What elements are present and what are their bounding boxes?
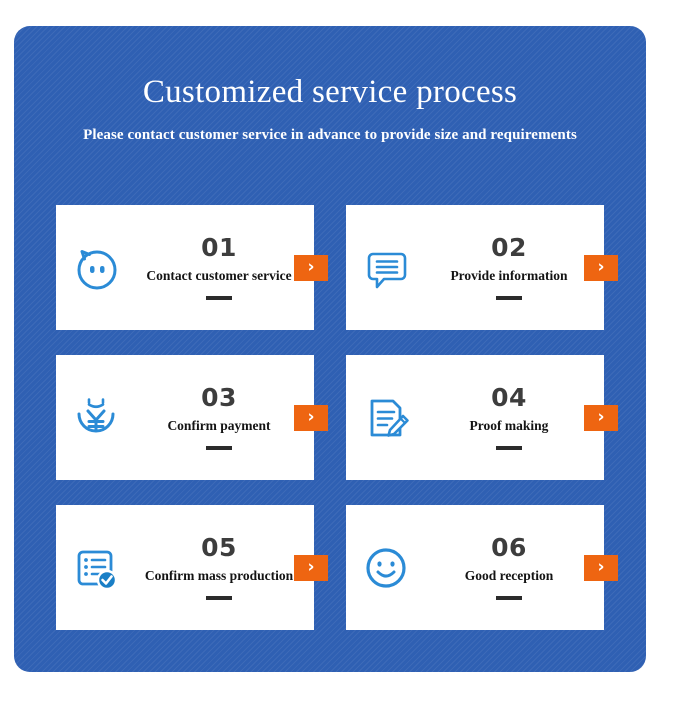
step-number: 05 [201, 532, 237, 562]
step-card-body: 01 Contact customer service [124, 235, 314, 301]
step-card-03[interactable]: 03 Confirm payment › [56, 355, 328, 480]
steps-row: 03 Confirm payment › [56, 355, 618, 480]
smiley-face-icon [358, 540, 414, 596]
step-arrow-button[interactable]: › [584, 404, 618, 431]
step-label: Confirm mass production [144, 567, 294, 583]
step-dash [206, 296, 232, 301]
page-title: Customized service process [142, 74, 518, 110]
step-card-04[interactable]: 04 Proof making › [346, 355, 618, 480]
step-card-01[interactable]: 01 Contact customer service › [56, 205, 328, 330]
step-number: 02 [491, 232, 527, 262]
step-number: 06 [491, 532, 527, 562]
step-card-02[interactable]: 02 Provide information › [346, 205, 618, 330]
service-process-panel: Customized service process Please contac… [14, 26, 646, 672]
step-dash [496, 446, 522, 451]
step-arrow-button[interactable]: › [294, 254, 328, 281]
step-dash [206, 446, 232, 451]
page-subtitle: Please contact customer service in advan… [83, 127, 577, 144]
step-dash [496, 296, 522, 301]
step-arrow-button[interactable]: › [294, 404, 328, 431]
step-card-body: 05 Confirm mass production [124, 535, 314, 601]
step-label: Good reception [464, 567, 554, 583]
step-card-05[interactable]: 05 Confirm mass production › [56, 505, 328, 630]
customer-service-face-icon [68, 240, 124, 296]
step-label: Contact customer service [146, 267, 292, 283]
step-card-06[interactable]: 06 Good reception › [346, 505, 618, 630]
speech-bubble-lines-icon [358, 240, 414, 296]
step-dash [496, 596, 522, 601]
steps-grid: 01 Contact customer service › [56, 205, 618, 630]
step-number: 01 [201, 232, 237, 262]
step-arrow-button[interactable]: › [294, 554, 328, 581]
document-pencil-icon [358, 390, 414, 446]
yuan-currency-circle-icon [68, 390, 124, 446]
step-arrow-button[interactable]: › [584, 554, 618, 581]
checklist-check-icon [68, 540, 124, 596]
panel-header: Customized service process Please contac… [14, 26, 646, 144]
steps-row: 05 Confirm mass production › [56, 505, 618, 630]
step-card-body: 02 Provide information [414, 235, 604, 301]
step-number: 04 [491, 382, 527, 412]
step-label: Proof making [469, 417, 549, 433]
step-card-body: 03 Confirm payment [124, 385, 314, 451]
step-number: 03 [201, 382, 237, 412]
step-arrow-button[interactable]: › [584, 254, 618, 281]
step-label: Confirm payment [167, 417, 271, 433]
steps-row: 01 Contact customer service › [56, 205, 618, 330]
step-label: Provide information [450, 267, 568, 283]
step-card-body: 04 Proof making [414, 385, 604, 451]
step-card-body: 06 Good reception [414, 535, 604, 601]
step-dash [206, 596, 232, 601]
